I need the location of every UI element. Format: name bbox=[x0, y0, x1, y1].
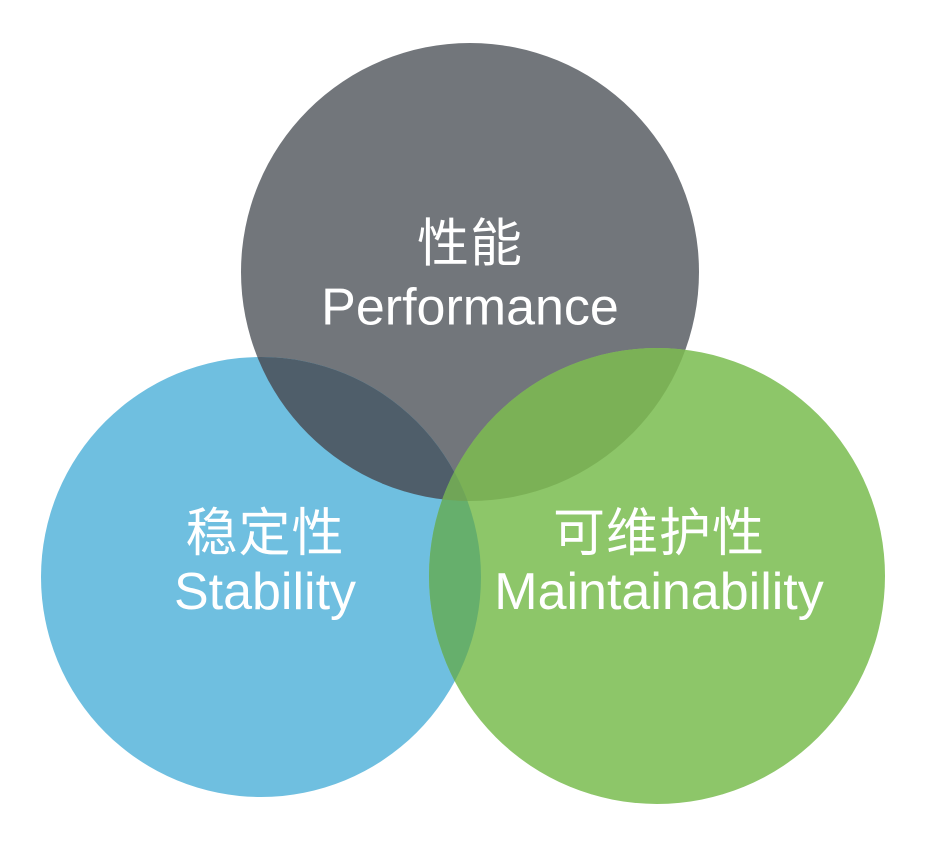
overlap-performance-stability-fill bbox=[241, 357, 481, 501]
overlap-performance-maintainability bbox=[429, 348, 699, 501]
overlap-performance-maintainability-fill bbox=[429, 348, 699, 501]
overlap-performance-stability bbox=[241, 357, 481, 501]
